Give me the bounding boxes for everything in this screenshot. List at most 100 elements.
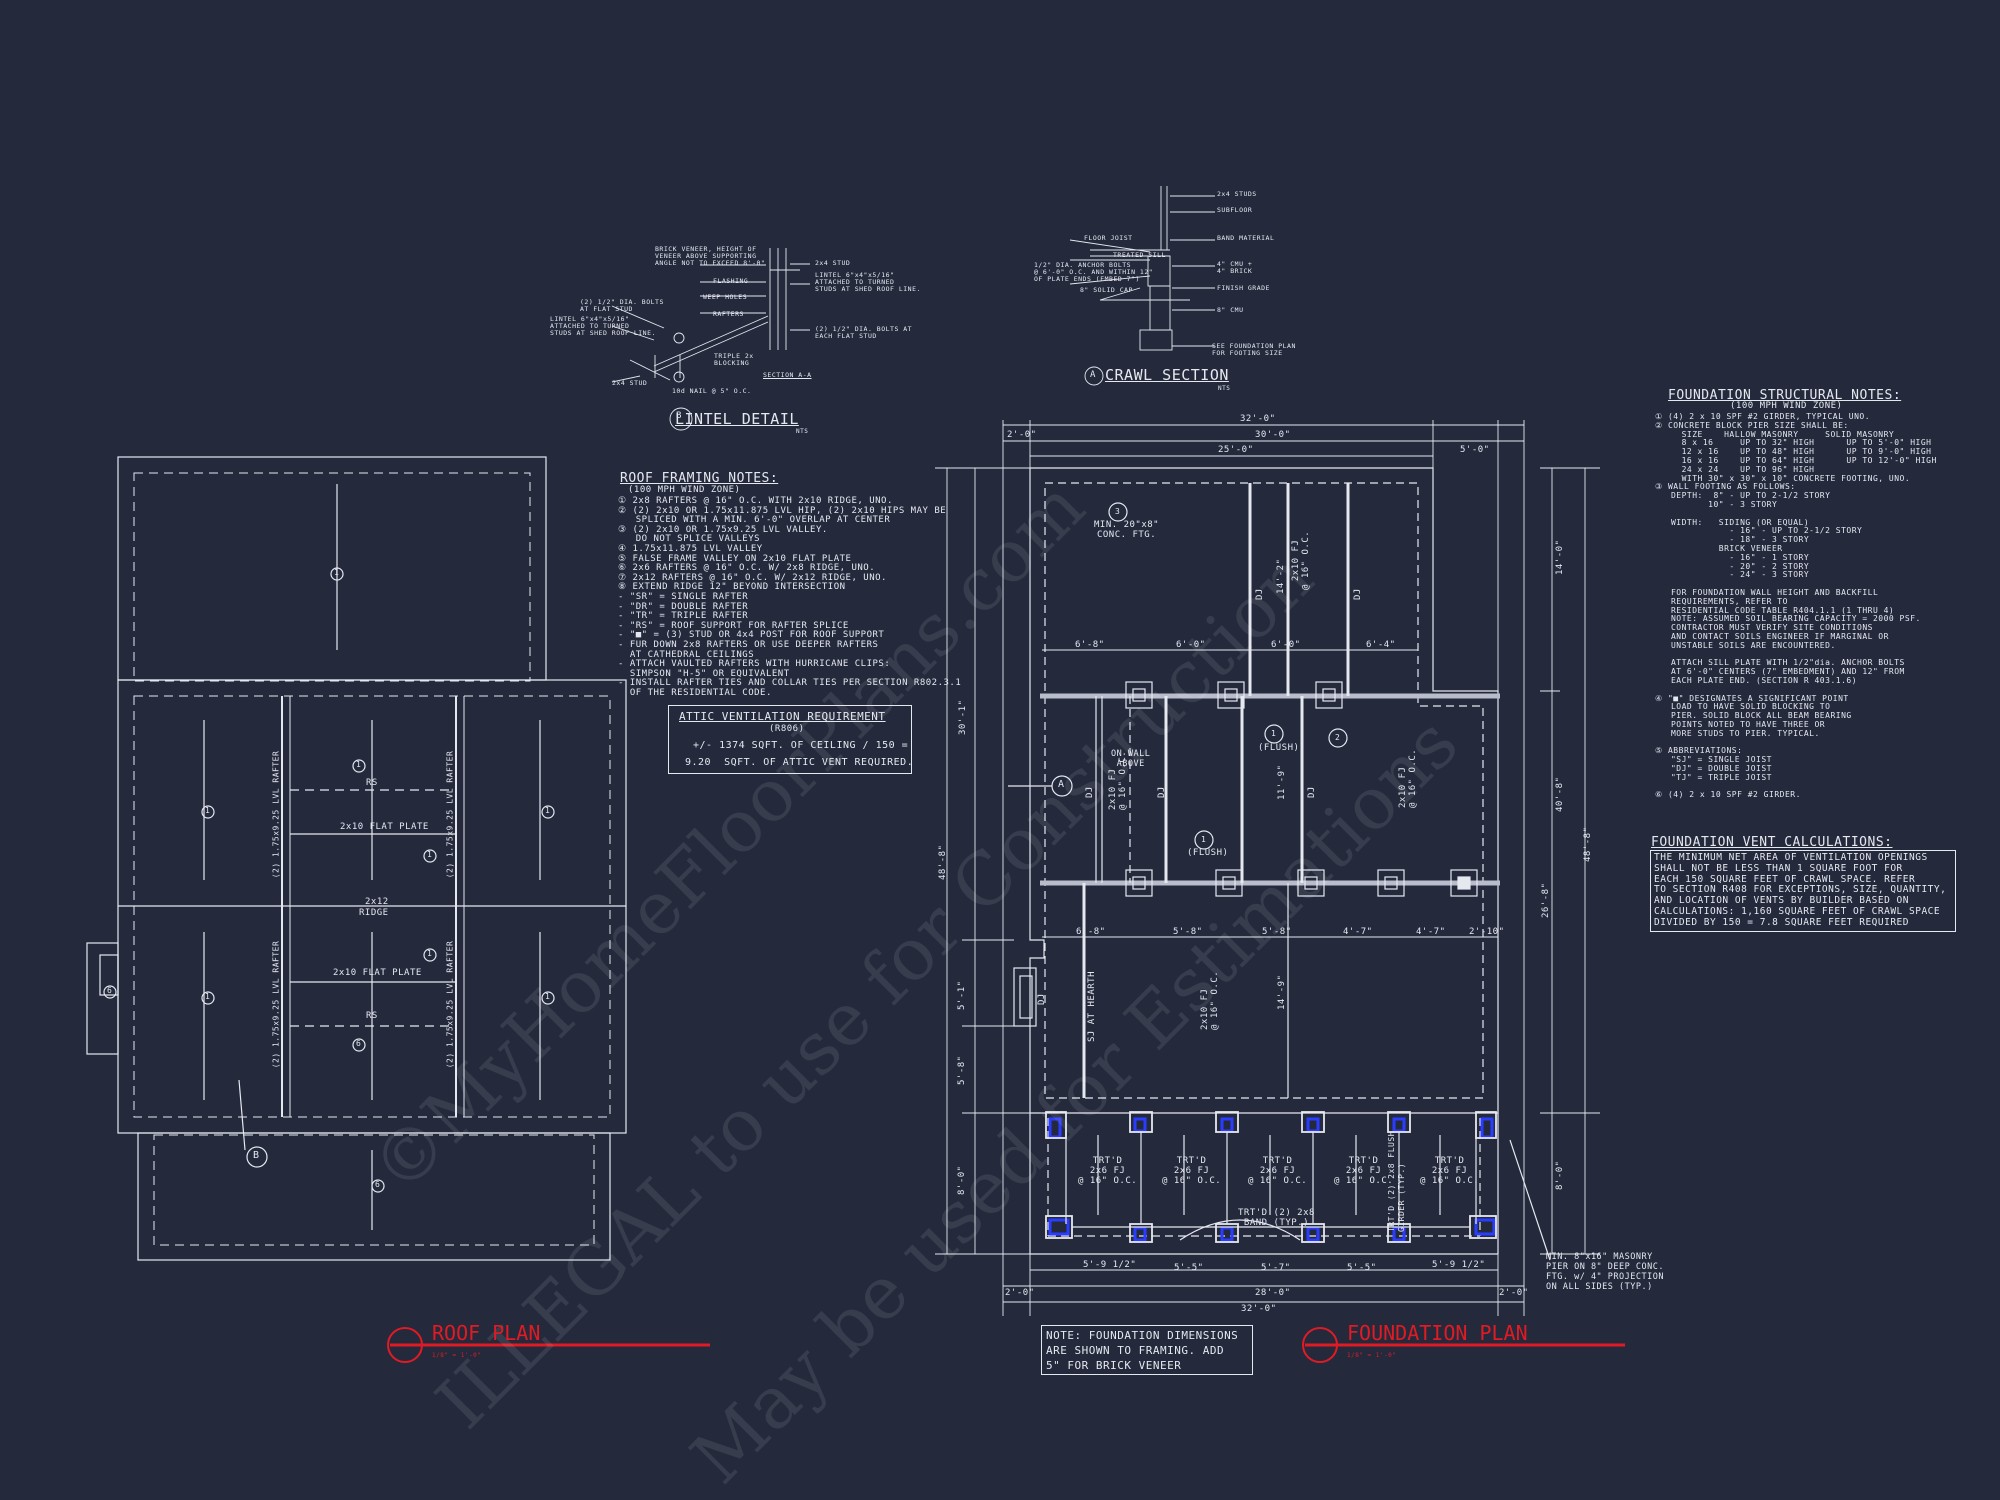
fdn-dim-11-9: 11'-9" [1277, 764, 1287, 800]
fdn-dim-bottom-3: 5'-7" [1261, 1263, 1291, 1273]
fdn-girder: TRT'D (2) 2x8 FLUSH GIRDER (TYP.) [1387, 1130, 1406, 1232]
fdn-dim-mid-2: 6'-0" [1176, 640, 1206, 650]
roof-tag-6a: 6 [356, 1039, 362, 1048]
roof-flat-plate-1: 2x10 FLAT PLATE [340, 822, 429, 832]
crawl-label-cmu: 4" CMU + 4" BRICK [1217, 260, 1253, 275]
fdn-dim-left-8: 8'-0" [957, 1165, 967, 1195]
lintel-blocking: TRIPLE 2x BLOCKING [714, 352, 754, 367]
lintel-right-bolts: (2) 1/2" DIA. BOLTS AT EACH FLAT STUD [815, 325, 913, 340]
fdn-porch-fj-2: TRT'D 2x6 FJ @ 16" O.C. [1162, 1156, 1222, 1186]
foundation-plan-title: FOUNDATION PLAN [1347, 1321, 1528, 1345]
roof-tag-6c: 6 [375, 1180, 381, 1189]
fdn-dim-bottom-2: 5'-5" [1174, 1263, 1204, 1273]
fdn-dim-top-left: 2'-0" [1007, 430, 1037, 440]
fdn-dim-left-5a: 5'-1" [957, 980, 967, 1010]
roof-tag-b: B [253, 1150, 260, 1161]
fdn-dim-left-48: 48'-8" [938, 844, 948, 880]
lintel-right-angle: LINTEL 6"x4"x5/16" ATTACHED TO TURNED ST… [815, 271, 921, 293]
fdn-porch-fj-1: TRT'D 2x6 FJ @ 16" O.C. [1078, 1156, 1138, 1186]
roof-lvl-rafter-2: (2) 1.75x9.25 LVL RAFTER [445, 750, 455, 879]
roof-plan-title: ROOF PLAN [432, 1321, 541, 1345]
lintel-detail-drawing [611, 248, 810, 431]
foundation-dim-note: NOTE: FOUNDATION DIMENSIONS ARE SHOWN TO… [1046, 1329, 1239, 1372]
fdn-sj-hearth: SJ AT HEARTH [1087, 970, 1097, 1042]
fdn-band: TRT'D (2) 2x8 BAND (TYP.) [1238, 1208, 1315, 1228]
fdn-tag-a: A [1058, 779, 1065, 790]
fdn-dj-6: DJ [1037, 993, 1047, 1005]
fdn-dim-left-30: 30'-1" [958, 699, 968, 735]
fdn-porch-fj-3: TRT'D 2x6 FJ @ 16" O.C. [1248, 1156, 1308, 1186]
lintel-detail-marker: B [676, 411, 682, 421]
roof-tag-1f: 1 [205, 992, 211, 1001]
roof-tag-1c: 1 [356, 760, 362, 769]
fdn-conc-ftg: MIN. 20"x8" CONC. FTG. [1094, 520, 1160, 540]
fdn-dim-low-6: 2'-10" [1469, 927, 1505, 937]
fdn-dim-bottom-7: 28'-0" [1255, 1288, 1291, 1298]
crawl-label-studs: 2x4 STUDS [1217, 190, 1257, 198]
fdn-tag-1a: 1 [1271, 729, 1277, 738]
roof-notes-list: ① 2x8 RAFTERS @ 16" O.C. WITH 2x10 RIDGE… [618, 496, 962, 698]
fdn-dim-bottom-6: 2'-0" [1005, 1288, 1035, 1298]
fdn-dj-4: DJ [1157, 786, 1167, 798]
fdn-porch-fj-5: TRT'D 2x6 FJ @ 16" O.C. [1420, 1156, 1480, 1186]
fdn-dim-top-25: 25'-0" [1218, 445, 1254, 455]
roof-tag-1d: 1 [545, 806, 551, 815]
lintel-section-aa: SECTION A-A [763, 371, 812, 379]
fdn-dim-low-3: 5'-8" [1262, 927, 1292, 937]
fdn-fj-low: 2x10 FJ @ 16" O.C. [1200, 970, 1220, 1030]
crawl-label-8cmu: 8" CMU [1217, 306, 1244, 314]
crawl-section-drawing [1069, 186, 1215, 386]
lintel-flashing: FLASHING [713, 277, 749, 285]
lintel-detail-title: LINTEL DETAIL [675, 410, 799, 428]
lintel-right-stud: 2x4 STUD [815, 259, 851, 267]
foundation-dim-note-box: NOTE: FOUNDATION DIMENSIONS ARE SHOWN TO… [1041, 1325, 1253, 1375]
fdn-fj-top: 2x10 FJ @ 16" O.C. [1291, 530, 1311, 590]
fdn-dim-left-5b: 5'-8" [957, 1055, 967, 1085]
roof-notes-title: ROOF FRAMING NOTES: [620, 471, 779, 486]
crawl-section-marker: A [1090, 370, 1096, 380]
fdn-flush-2: (FLUSH) [1187, 848, 1229, 858]
fdn-pier-note: MIN. 8"x16" MASONRY PIER ON 8" DEEP CONC… [1546, 1252, 1664, 1292]
roof-plan-scale: 1/8" = 1'-0" [432, 1352, 482, 1359]
crawl-label-cap: 8" SOLID CAP [1080, 286, 1133, 294]
fdn-dim-top-30: 30'-0" [1255, 430, 1291, 440]
fdn-dj-2: DJ [1353, 588, 1363, 600]
attic-vent-line2: 9.20 SQFT. OF ATTIC VENT REQUIRED. [685, 757, 914, 768]
fdn-dim-low-5: 4'-7" [1416, 927, 1446, 937]
roof-tag-1b: 1 [205, 806, 211, 815]
roof-lvl-rafter-1: (2) 1.75x9.25 LVL RAFTER [271, 750, 281, 879]
roof-ridge-label: RIDGE [359, 908, 389, 918]
fdn-dj-3: DJ [1085, 786, 1095, 798]
fdn-dim-right-8: 8'-0" [1555, 1160, 1565, 1190]
roof-notes-subtitle: (100 MPH WIND ZONE) [628, 485, 741, 495]
roof-tag-1a: 1 [334, 568, 340, 577]
roof-rs-1: RS [366, 778, 378, 788]
crawl-label-bolts: 1/2" DIA. ANCHOR BOLTS @ 6'-0" O.C. AND … [1034, 261, 1154, 283]
foundation-plan-drawing [935, 420, 1600, 1316]
fdn-dim-14-9: 14'-9" [1277, 974, 1287, 1010]
fdn-wall-above: ON WALL ABOVE [1111, 749, 1151, 769]
fdn-flush-1: (FLUSH) [1258, 743, 1300, 753]
roof-tag-6b: 6 [107, 986, 113, 995]
fdn-dim-top-overall: 32'-0" [1240, 414, 1276, 424]
crawl-label-grade: FINISH GRADE [1217, 284, 1270, 292]
vent-calc-text: THE MINIMUM NET AREA OF VENTILATION OPEN… [1654, 852, 1947, 928]
fdn-dj-1: DJ [1255, 588, 1265, 600]
fdn-tag-3: 3 [1115, 507, 1121, 516]
roof-lvl-rafter-4: (2) 1.75x9.25 LVL RAFTER [445, 940, 455, 1069]
crawl-section-title: CRAWL SECTION [1105, 366, 1229, 384]
foundation-notes-title: FOUNDATION STRUCTURAL NOTES: [1668, 388, 1902, 403]
roof-lvl-rafter-3: (2) 1.75x9.25 LVL RAFTER [271, 940, 281, 1069]
fdn-dim-mid-4: 6'-4" [1366, 640, 1396, 650]
fdn-dim-bottom-4: 5'-5" [1347, 1263, 1377, 1273]
roof-plan-drawing [86, 456, 627, 1261]
fdn-dim-mid-1: 6'-8" [1075, 640, 1105, 650]
fdn-fj-left: 2x10 FJ @ 16" O.C. [1108, 750, 1128, 810]
vent-calc-box: THE MINIMUM NET AREA OF VENTILATION OPEN… [1650, 850, 1956, 932]
roof-tag-1e: 1 [427, 850, 433, 859]
crawl-label-band: BAND MATERIAL [1217, 234, 1275, 242]
fdn-dim-right-48: 48'-8" [1583, 826, 1593, 862]
crawl-label-subfloor: SUBFLOOR [1217, 206, 1253, 214]
fdn-dim-bottom-1: 5'-9 1/2" [1083, 1260, 1137, 1270]
fdn-dim-top-5: 5'-0" [1460, 445, 1490, 455]
